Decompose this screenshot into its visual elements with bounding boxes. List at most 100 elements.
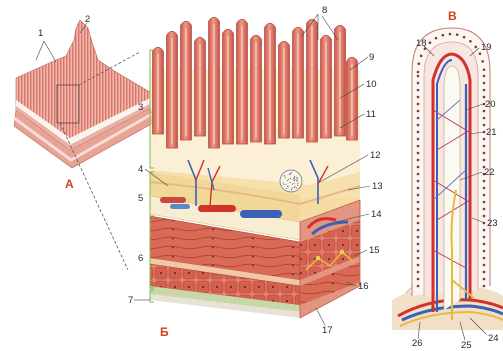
nodule-cell (296, 177, 297, 178)
epithelial-cell-nucleus (483, 194, 486, 197)
epithelial-cell-nucleus (483, 264, 486, 267)
nodule-cell (296, 179, 297, 180)
label-8: 8 (322, 5, 327, 16)
epithelial-cell-nucleus (483, 159, 486, 162)
nodule-cell (283, 182, 284, 183)
epithelial-cell-nucleus (441, 34, 444, 37)
epithelial-cell-nucleus (417, 159, 420, 162)
epithelial-cell-nucleus (483, 138, 486, 141)
epithelial-cell-nucleus (417, 110, 420, 113)
nodule-cell (285, 184, 286, 185)
epithelial-cell-nucleus (417, 152, 420, 155)
epithelial-cell-nucleus (481, 60, 484, 63)
submucosa-artery (198, 205, 236, 212)
epithelial-cell-nucleus (417, 82, 420, 85)
panel-v-letter: В (448, 9, 457, 23)
label-22: 22 (484, 167, 495, 178)
epithelial-cell-nucleus (474, 46, 477, 49)
panel-b-letter: Б (160, 325, 169, 339)
nodule-cell (297, 178, 298, 179)
label-9: 9 (369, 52, 374, 63)
epithelial-cell-nucleus (417, 103, 420, 106)
epithelial-cell-nucleus (417, 131, 420, 134)
epithelial-cell-nucleus (483, 208, 486, 211)
nodule-cell (294, 176, 295, 177)
epithelial-cell-nucleus (483, 236, 486, 239)
label-23: 23 (487, 218, 498, 229)
epithelial-cell-nucleus (417, 145, 420, 148)
nodule-cell (290, 173, 291, 174)
epithelial-cell-nucleus (483, 68, 486, 71)
epithelial-cell-nucleus (417, 180, 420, 183)
label-25: 25 (461, 340, 472, 351)
epithelial-cell-nucleus (483, 215, 486, 218)
label-19: 19 (481, 42, 492, 53)
nodule-cell (291, 189, 292, 190)
label-10: 10 (366, 79, 377, 90)
nodule-cell (296, 180, 297, 181)
label-7: 7 (128, 295, 133, 306)
label-15: 15 (369, 245, 380, 256)
epithelial-cell-nucleus (483, 250, 486, 253)
epithelial-cell-nucleus (417, 264, 420, 267)
epithelial-cell-nucleus (417, 243, 420, 246)
epithelial-cell-nucleus (417, 117, 420, 120)
nodule-cell (291, 172, 292, 173)
label-16: 16 (358, 281, 369, 292)
submucosa-lymph-vessel (160, 197, 186, 203)
epithelial-cell-nucleus (483, 201, 486, 204)
nodule-cell (284, 184, 285, 185)
epithelial-cell-nucleus (483, 229, 486, 232)
nodule-cell (289, 174, 290, 175)
panel-v-villus-section (392, 28, 503, 330)
epithelial-cell-nucleus (417, 124, 420, 127)
panel-a-letter: А (65, 177, 74, 191)
nodule-cell (297, 185, 298, 186)
nodule-cell (290, 178, 291, 179)
epithelial-cell-nucleus (417, 138, 420, 141)
epithelial-cell-nucleus (483, 82, 486, 85)
nodule-cell (290, 182, 291, 183)
nodule-cell (294, 178, 295, 179)
epithelial-cell-nucleus (456, 33, 459, 36)
nodule-cell (294, 187, 295, 188)
label-21: 21 (486, 127, 497, 138)
label-3: 3 (138, 102, 143, 113)
epithelial-cell-nucleus (417, 222, 420, 225)
epithelial-cell-nucleus (483, 278, 486, 281)
epithelial-cell-nucleus (469, 40, 472, 43)
epithelial-cell-nucleus (417, 278, 420, 281)
label-11: 11 (366, 109, 376, 120)
epithelial-cell-nucleus (417, 62, 420, 65)
epithelial-cell-nucleus (417, 75, 420, 78)
nodule-cell (288, 179, 289, 180)
label-1: 1 (38, 28, 43, 39)
epithelial-cell-nucleus (417, 208, 420, 211)
epithelial-cell-nucleus (417, 71, 420, 74)
nodule-cell (287, 180, 288, 181)
label-24: 24 (488, 333, 499, 344)
epithelial-cell-nucleus (483, 243, 486, 246)
epithelial-cell-nucleus (417, 257, 420, 260)
nodule-cell (287, 186, 288, 187)
epithelial-cell-nucleus (483, 187, 486, 190)
epithelial-cell-nucleus (463, 36, 466, 39)
epithelial-cell-nucleus (483, 285, 486, 288)
label-20: 20 (485, 99, 496, 110)
epithelial-cell-nucleus (483, 180, 486, 183)
nodule-cell (294, 183, 295, 184)
epithelial-cell-nucleus (435, 37, 438, 40)
label-2: 2 (85, 14, 90, 25)
label-17: 17 (322, 325, 333, 336)
nodule-cell (284, 175, 285, 176)
epithelial-cell-nucleus (417, 271, 420, 274)
epithelial-cell-nucleus (417, 215, 420, 218)
epithelial-cell-nucleus (417, 96, 420, 99)
epithelial-cell-nucleus (483, 75, 486, 78)
epithelial-cell-nucleus (417, 89, 420, 92)
epithelial-cell-nucleus (417, 229, 420, 232)
nodule-cell (292, 184, 293, 185)
label-13: 13 (372, 181, 383, 192)
nodule-cell (286, 188, 287, 189)
